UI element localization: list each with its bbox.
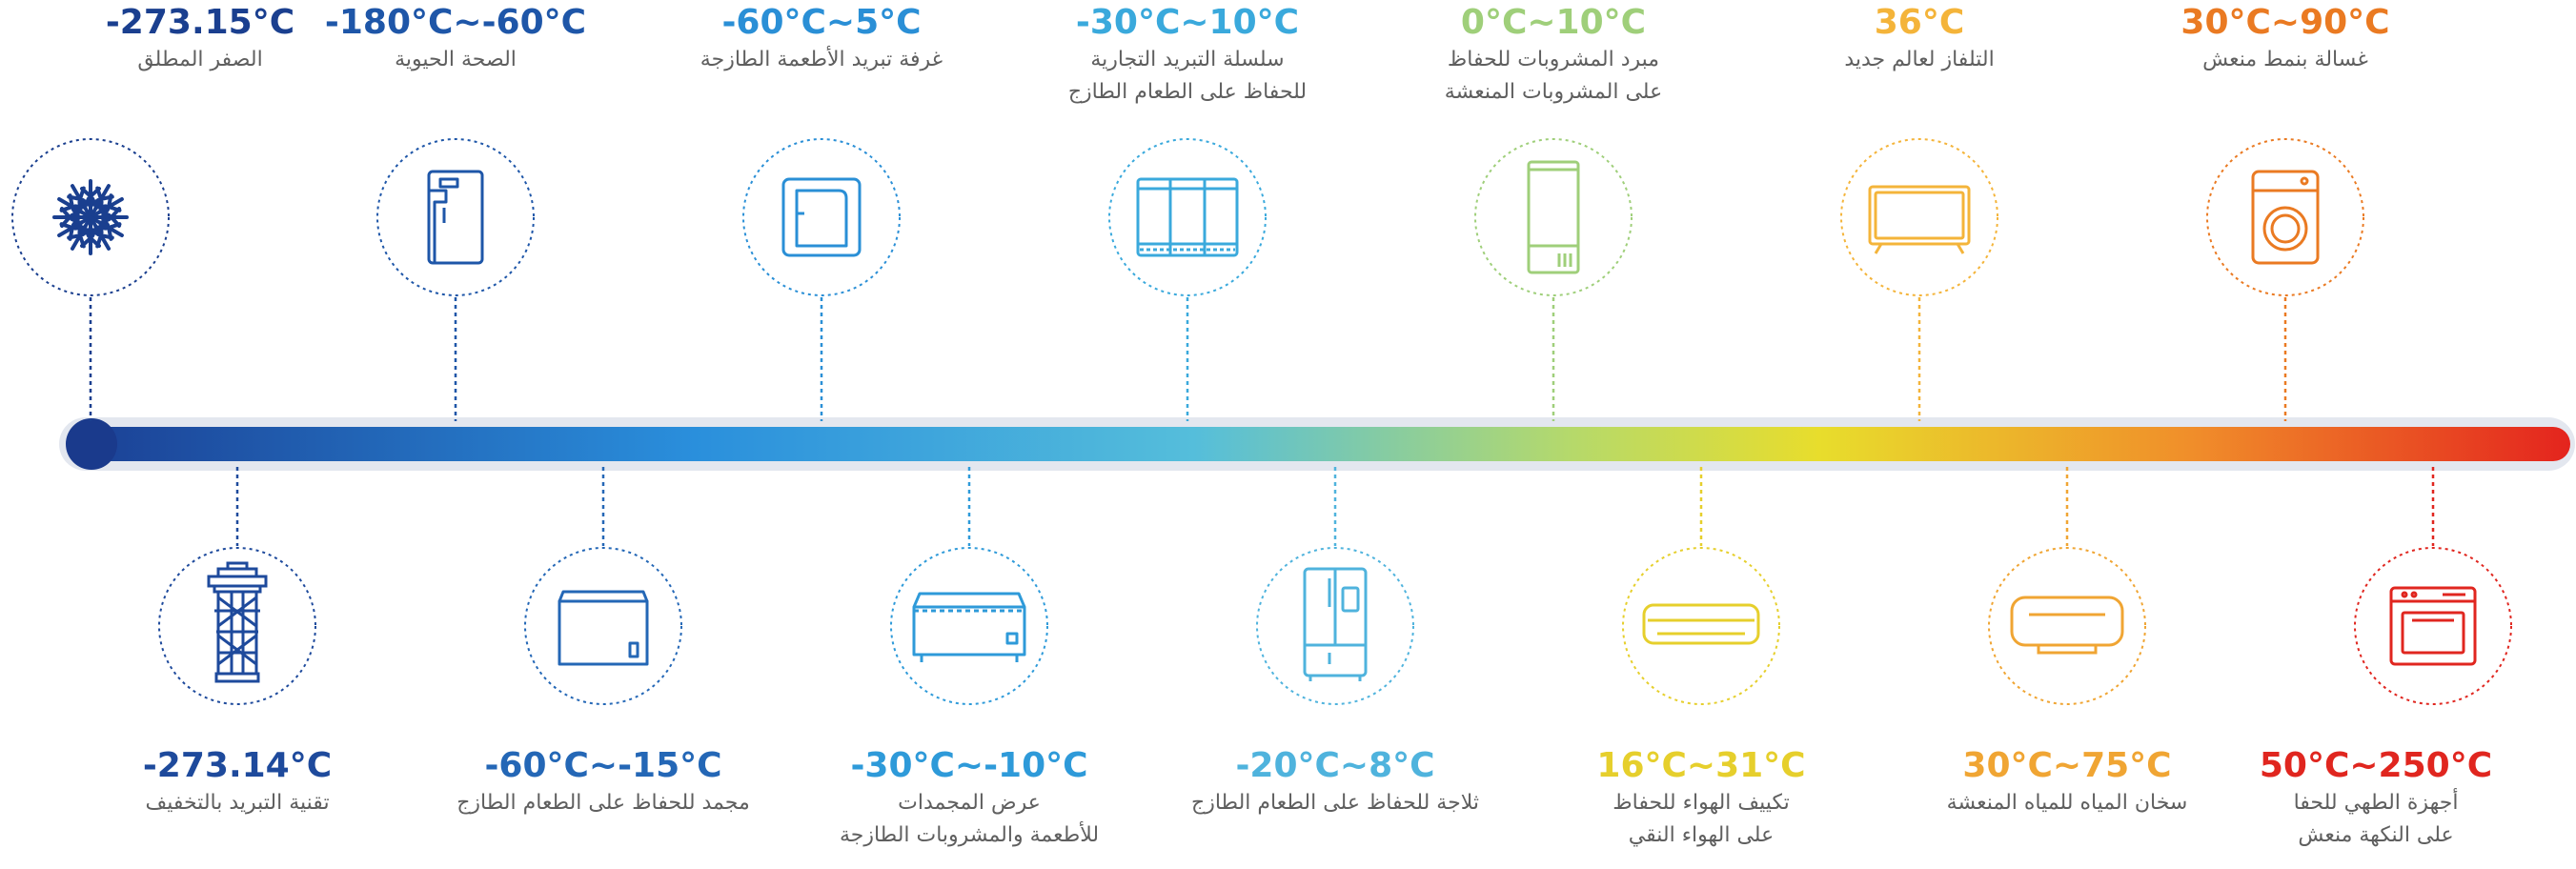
description-line: للأطعمة والمشروبات الطازجة <box>839 823 1100 847</box>
description-line: سخان المياه للمياه المنعشة <box>1946 791 2188 815</box>
bottom-item: -60°C~-15°C مجمد للحفاظ على الطعام الطازج <box>403 745 803 819</box>
temperature-range: -180°C~-60°C <box>324 3 587 42</box>
bottom-item: -30°C~-10°C عرض المجمدات للأطعمة والمشروبا… <box>769 745 1169 852</box>
description-line: الصحة الحيوية <box>395 48 517 71</box>
description-line: غرفة تبريد الأطعمة الطازجة <box>700 48 943 71</box>
top-item: -273.15°C الصفر المطلق <box>0 2 400 76</box>
refrigerator-icon <box>1256 547 1414 705</box>
temperature-range: -273.15°C <box>105 3 295 42</box>
water-heater-icon <box>1988 547 2146 705</box>
dilution-refrigerator-icon <box>158 547 316 705</box>
biomedical-freezer-icon <box>376 138 535 296</box>
temperature-range: 16°C~31°C <box>1596 746 1806 785</box>
temperature-range: 30°C~75°C <box>1962 746 2172 785</box>
application-description: الصحة الحيوية <box>255 44 656 76</box>
application-description: مبرد المشروبات للحفاظ على المشروبات المنع… <box>1353 44 1754 109</box>
top-item: -180°C~-60°C الصحة الحيوية <box>255 2 656 76</box>
description-line: عرض المجمدات <box>898 791 1041 815</box>
description-line: الصفر المطلق <box>137 48 263 71</box>
top-item: 36°C التلفاز لعالم جديد <box>1719 2 2120 76</box>
application-description: التلفاز لعالم جديد <box>1719 44 2120 76</box>
temperature-range: -20°C~8°C <box>1235 746 1435 785</box>
application-description: غرفة تبريد الأطعمة الطازجة <box>621 44 1022 76</box>
description-line: تقنية التبريد بالتخفيف <box>145 791 330 815</box>
description-line: أجهزة الطهي للحفا <box>2293 791 2459 815</box>
application-description: سخان المياه للمياه المنعشة <box>1867 787 2267 819</box>
description-line: سلسلة التبريد التجارية <box>1090 48 1285 71</box>
description-line: على الهواء النقي <box>1628 823 1775 847</box>
description-line: التلفاز لعالم جديد <box>1844 48 1995 71</box>
snowflake-icon <box>11 138 170 296</box>
top-item: 30°C~90°C غسالة بنمط منعش <box>2085 2 2485 76</box>
application-description: الصفر المطلق <box>0 44 400 76</box>
washing-machine-icon <box>2206 138 2364 296</box>
air-conditioner-icon <box>1622 547 1780 705</box>
temperature-range: -273.14°C <box>142 746 333 785</box>
description-line: مبرد المشروبات للحفاظ <box>1447 48 1660 71</box>
application-description: ثلاجة للحفاظ على الطعام الطازج <box>1135 787 1535 819</box>
description-line: ثلاجة للحفاظ على الطعام الطازج <box>1191 791 1479 815</box>
temperature-range: -60°C~-15°C <box>484 746 722 785</box>
bottom-item: 50°C~250°C أجهزة الطهي للحفا على النكهة من… <box>2176 745 2576 852</box>
television-icon <box>1840 138 1998 296</box>
description-line: على المشروبات المنعشة <box>1444 80 1663 104</box>
bottom-item: -273.14°C تقنية التبريد بالتخفيف <box>37 745 437 819</box>
temperature-range: 50°C~250°C <box>2259 746 2493 785</box>
top-item: 0°C~10°C مبرد المشروبات للحفاظ على المشروب… <box>1353 2 1754 109</box>
application-description: مجمد للحفاظ على الطعام الطازج <box>403 787 803 819</box>
application-description: غسالة بنمط منعش <box>2085 44 2485 76</box>
commercial-display-cabinet-icon <box>1108 138 1267 296</box>
application-description: تكييف الهواء للحفاظ على الهواء النقي <box>1501 787 1901 852</box>
temperature-range: -60°C~5°C <box>721 3 922 42</box>
temperature-gradient-bar <box>69 427 2570 461</box>
top-item: -30°C~10°C سلسلة التبريد التجارية للحفاظ ع… <box>987 2 1388 109</box>
bar-start-dot <box>66 418 117 470</box>
temperature-range: 30°C~90°C <box>2180 3 2390 42</box>
application-description: أجهزة الطهي للحفا على النكهة منعش <box>2176 787 2576 852</box>
chest-freezer-icon <box>524 547 682 705</box>
description-line: تكييف الهواء للحفاظ <box>1613 791 1790 815</box>
top-item: -60°C~5°C غرفة تبريد الأطعمة الطازجة <box>621 2 1022 76</box>
temperature-range: -30°C~10°C <box>1075 3 1300 42</box>
temperature-range: 36°C <box>1874 3 1965 42</box>
description-line: على النكهة منعش <box>2298 823 2454 847</box>
bottom-item: -20°C~8°C ثلاجة للحفاظ على الطعام الطازج <box>1135 745 1535 819</box>
bottom-item: 16°C~31°C تكييف الهواء للحفاظ على الهواء ا… <box>1501 745 1901 852</box>
beverage-cooler-icon <box>1474 138 1633 296</box>
display-freezer-icon <box>890 547 1048 705</box>
description-line: مجمد للحفاظ على الطعام الطازج <box>456 791 750 815</box>
application-description: عرض المجمدات للأطعمة والمشروبات الطازجة <box>769 787 1169 852</box>
application-description: سلسلة التبريد التجارية للحفاظ على الطعام … <box>987 44 1388 109</box>
description-line: غسالة بنمط منعش <box>2202 48 2368 71</box>
cold-room-icon <box>742 138 901 296</box>
oven-icon <box>2354 547 2512 705</box>
temperature-range: 0°C~10°C <box>1460 3 1647 42</box>
temperature-range: -30°C~-10°C <box>850 746 1088 785</box>
application-description: تقنية التبريد بالتخفيف <box>37 787 437 819</box>
description-line: للحفاظ على الطعام الطازج <box>1067 80 1308 104</box>
bottom-item: 30°C~75°C سخان المياه للمياه المنعشة <box>1867 745 2267 819</box>
